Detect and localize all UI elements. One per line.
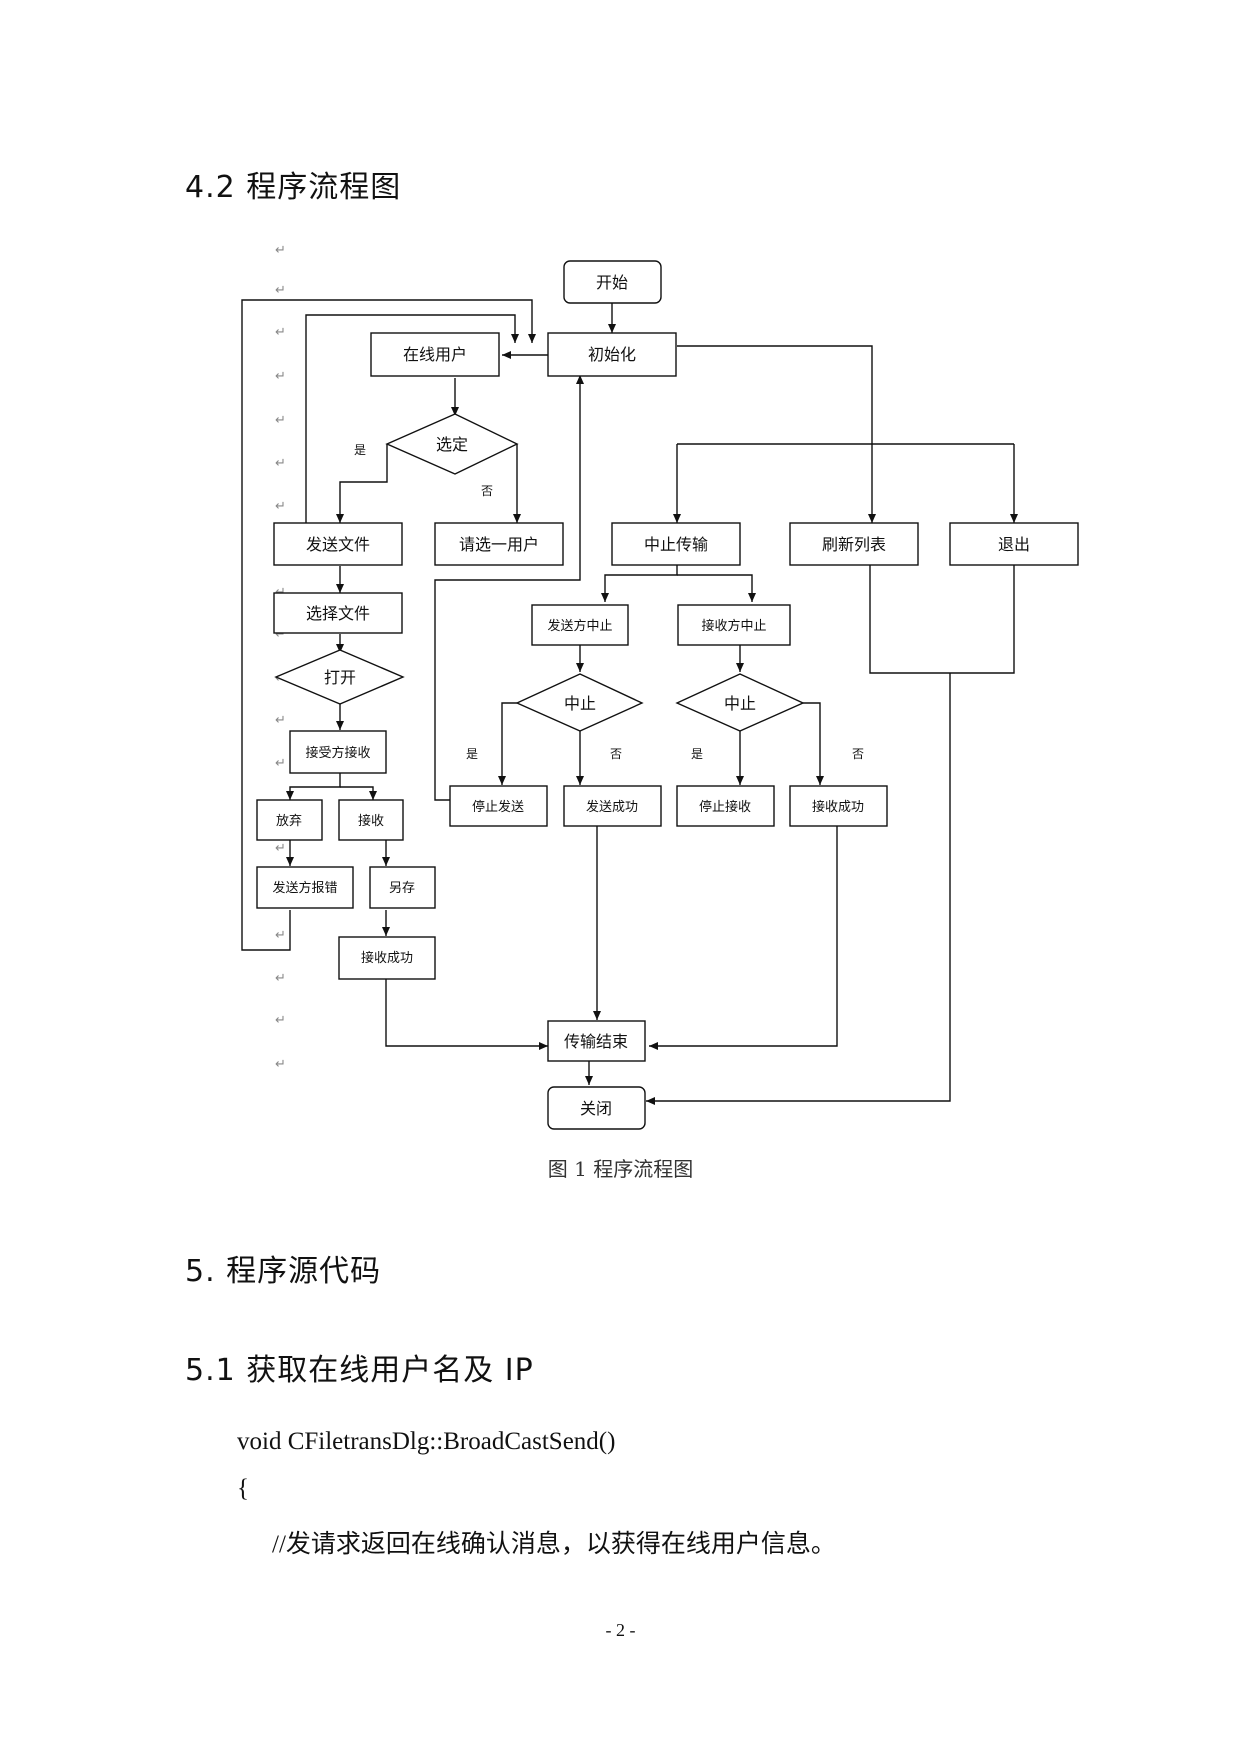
return-mark: ↵ [275, 756, 286, 771]
exit-node [949, 522, 1079, 566]
yes-label: 是 [691, 747, 703, 761]
return-mark: ↵ [275, 413, 286, 428]
return-mark: ↵ [275, 841, 286, 856]
sender-error-node [256, 866, 354, 909]
return-mark: ↵ [275, 627, 286, 642]
section-heading-5: 5. 程序源代码 [185, 1254, 382, 1289]
start-node [563, 260, 662, 304]
return-mark: ↵ [275, 325, 286, 340]
close-node [547, 1086, 646, 1130]
abort-decision-1 [515, 673, 644, 732]
code-line-2: { [237, 1475, 249, 1502]
return-mark: ↵ [275, 456, 286, 471]
send-success-label: 发送成功 [586, 799, 638, 815]
abort-transfer-node [611, 522, 741, 566]
give-up-node [256, 799, 323, 841]
please-select-label: 请选一用户 [459, 535, 539, 554]
open-decision [274, 649, 405, 705]
no-label: 否 [852, 747, 864, 761]
choose-file-node [273, 592, 403, 634]
abort-decision-2 [675, 673, 805, 732]
figure-caption: 图 1 程序流程图 [547, 1157, 694, 1181]
yes-label: 是 [354, 443, 366, 457]
choose-file-label: 选择文件 [306, 604, 370, 623]
return-mark: ↵ [275, 971, 286, 986]
transfer-end-label: 传输结束 [564, 1032, 628, 1051]
return-mark: ↵ [275, 1013, 286, 1028]
connector-lines [241, 299, 1018, 1105]
online-users-node [370, 332, 500, 377]
receiver-abort-label: 接收方中止 [701, 618, 766, 634]
transfer-end-node [547, 1020, 646, 1062]
send-file-label: 发送文件 [306, 535, 370, 554]
return-mark: ↵ [275, 369, 286, 384]
return-mark: ↵ [275, 243, 286, 258]
return-mark: ↵ [275, 928, 286, 943]
no-label: 否 [481, 484, 493, 498]
save-as-label: 另存 [389, 881, 415, 896]
receive-label: 接收 [358, 813, 384, 829]
receive-success-node-left [338, 936, 436, 980]
send-file-node [273, 522, 403, 566]
receiver-abort-node [677, 604, 791, 646]
stop-receive-node [676, 785, 775, 827]
stop-send-label: 停止发送 [472, 799, 524, 815]
init-label: 初始化 [588, 345, 636, 364]
code-line-3: //发请求返回在线确认消息，以获得在线用户信息。 [272, 1531, 836, 1558]
sender-abort-label: 发送方中止 [547, 618, 612, 634]
receive-success-2-label: 接收成功 [361, 950, 413, 966]
refresh-list-label: 刷新列表 [822, 535, 886, 554]
save-as-node [369, 866, 436, 909]
abort-decision-2-label: 中止 [724, 694, 756, 713]
abort-transfer-label: 中止传输 [644, 535, 708, 554]
page-number: - 2 - [605, 1620, 636, 1640]
program-flowchart: 开始 初始化 在线用户 选定 发送文件 请选一用户 中止传输 刷新列表 退出 选… [241, 260, 1079, 1130]
section-heading-5-1: 5.1 获取在线用户名及 IP [185, 1353, 534, 1388]
receive-node [338, 799, 404, 841]
return-mark: ↵ [275, 1057, 286, 1072]
receive-success-1-label: 接收成功 [812, 799, 864, 815]
sender-abort-node [531, 604, 629, 646]
code-line-1: void CFiletransDlg::BroadCastSend() [237, 1428, 616, 1455]
select-decision [385, 413, 519, 475]
abort-decision-1-label: 中止 [564, 694, 596, 713]
return-mark: ↵ [275, 499, 286, 514]
refresh-list-node [789, 522, 919, 566]
no-label: 否 [610, 747, 622, 761]
please-select-node [434, 522, 564, 566]
exit-label: 退出 [998, 535, 1030, 554]
online-users-label: 在线用户 [403, 345, 467, 364]
section-heading-4-2: 4.2 程序流程图 [185, 170, 402, 205]
receive-success-node-right [789, 785, 888, 827]
send-success-node [563, 785, 662, 827]
receiver-accept-label: 接受方接收 [305, 745, 370, 761]
start-label: 开始 [596, 273, 628, 292]
close-label: 关闭 [580, 1099, 612, 1118]
select-label: 选定 [436, 435, 468, 454]
stop-send-node [449, 785, 548, 827]
open-label: 打开 [324, 668, 356, 687]
stop-receive-label: 停止接收 [699, 799, 751, 815]
return-mark: ↵ [275, 283, 286, 298]
init-node [547, 332, 677, 377]
yes-label: 是 [466, 747, 478, 761]
give-up-label: 放弃 [276, 814, 302, 829]
return-mark: ↵ [275, 713, 286, 728]
sender-error-label: 发送方报错 [272, 880, 337, 896]
receiver-accept-node [289, 730, 387, 774]
